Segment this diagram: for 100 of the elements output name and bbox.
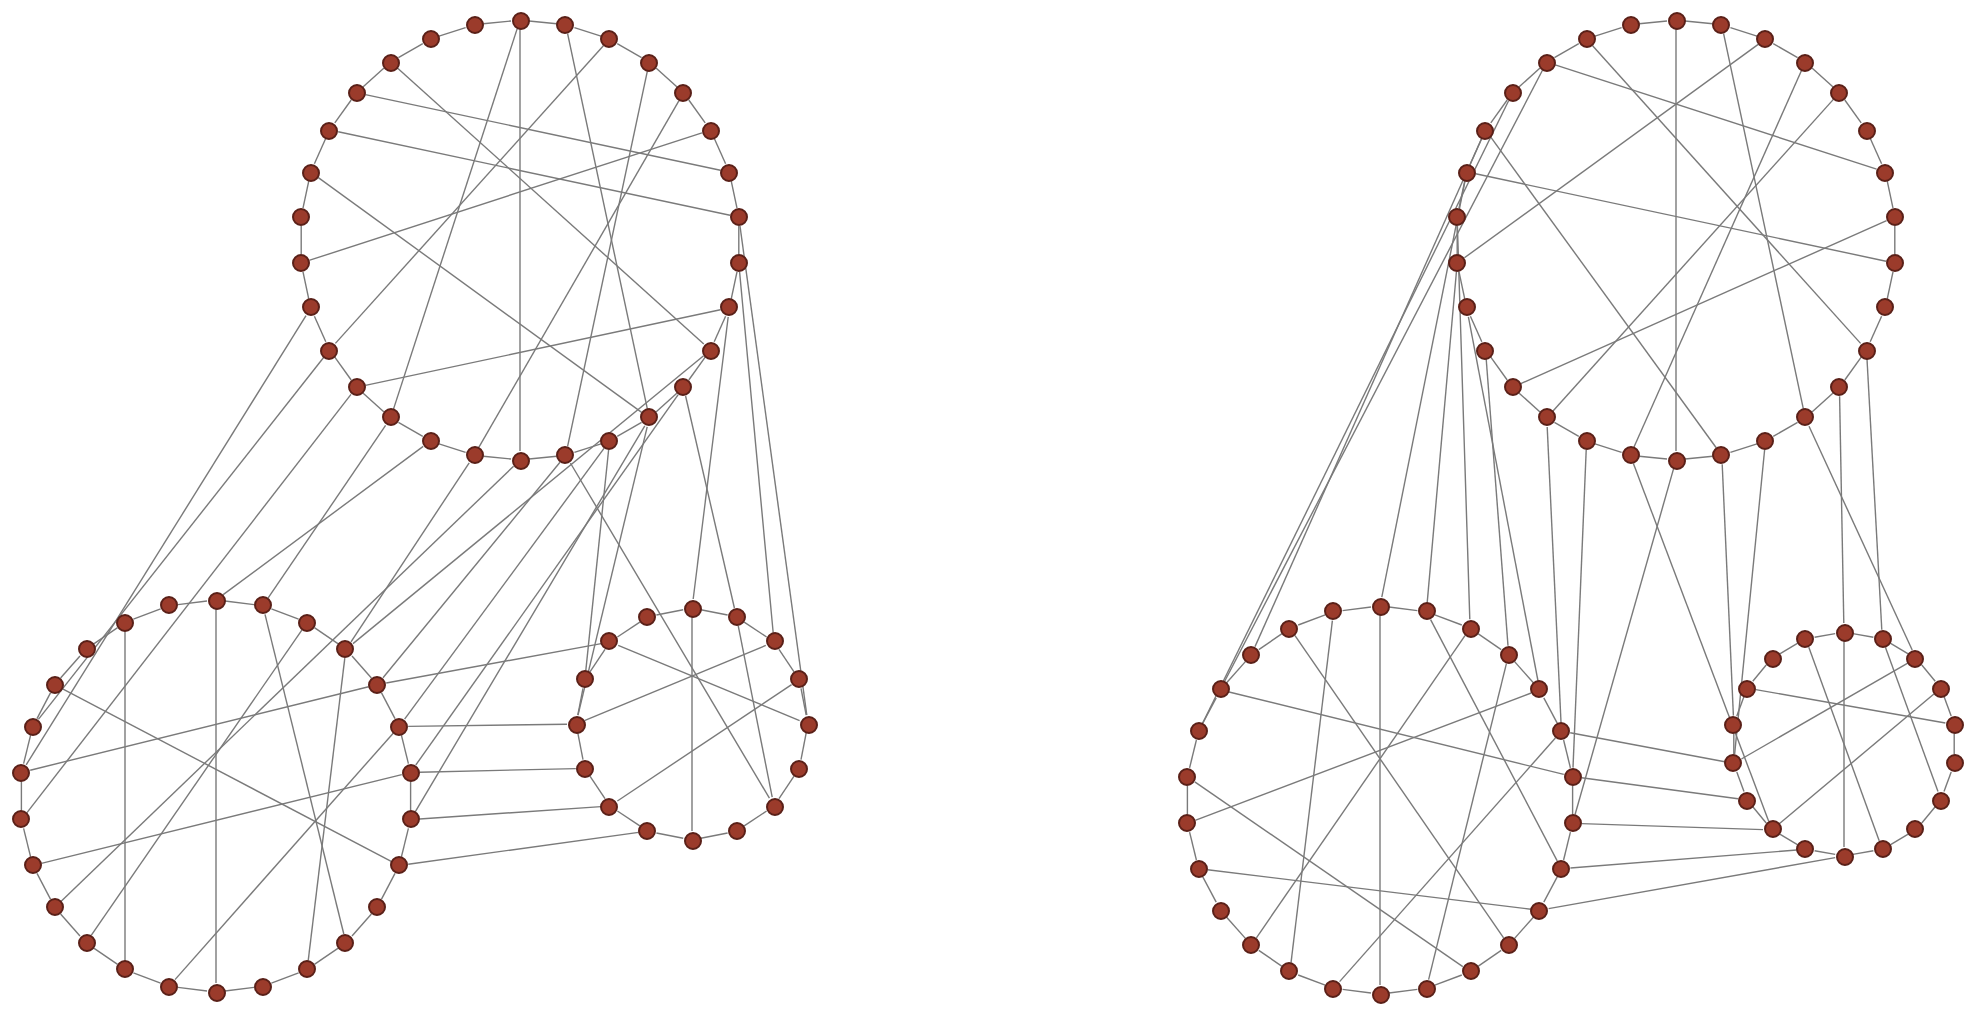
graph-edge — [1869, 137, 1883, 165]
graph-edge — [415, 393, 679, 766]
graph-node — [1242, 645, 1261, 664]
graph-edge — [1546, 426, 1562, 723]
graph-node — [390, 856, 409, 875]
graph-node — [253, 977, 272, 996]
graph-edge — [1594, 443, 1623, 454]
graph-edge — [1894, 225, 1896, 255]
graph-edge — [1553, 42, 1580, 59]
graph-edge — [1843, 640, 1845, 848]
graph-edge — [313, 626, 340, 645]
graph-node — [1945, 754, 1964, 773]
graph-node — [790, 759, 809, 778]
graph-edge — [334, 99, 352, 124]
graph-node — [720, 163, 739, 181]
graph-edge — [302, 271, 310, 300]
graph-node — [23, 717, 42, 736]
graph-edge — [1562, 831, 1572, 861]
graph-edge — [528, 455, 558, 460]
graph-node — [1417, 979, 1436, 998]
graph-edge — [224, 986, 255, 992]
graph-edge — [1225, 916, 1247, 940]
graph-edge — [352, 355, 705, 645]
graph-edge — [1633, 69, 1803, 448]
graph-node — [1738, 679, 1756, 697]
graph-node — [1552, 722, 1571, 741]
graph-edge — [407, 831, 640, 865]
graph-node — [1503, 83, 1522, 102]
graph-edge — [1729, 26, 1758, 37]
graph-edge — [1490, 99, 1508, 124]
graph-edge — [1808, 646, 1880, 842]
graph-edge — [1426, 271, 1458, 604]
graph-node — [1876, 298, 1895, 317]
graph-edge — [1429, 618, 1558, 862]
graph-edge — [1638, 455, 1668, 460]
graph-edge — [1341, 606, 1372, 612]
graph-node — [1763, 649, 1781, 668]
graph-edge — [1779, 833, 1799, 846]
graph-edge — [1554, 64, 1878, 170]
graph-edge — [407, 723, 568, 728]
graph-edge — [616, 42, 643, 59]
graph-edge — [569, 462, 771, 799]
graph-edge — [1852, 850, 1875, 856]
graph-node — [1857, 341, 1876, 359]
graph-edge — [573, 26, 602, 37]
graph-edge — [309, 132, 703, 261]
graph-edge — [20, 780, 23, 812]
graph-edge — [380, 691, 396, 720]
graph-node — [600, 30, 619, 48]
graph-edge — [1811, 67, 1834, 88]
graph-edge — [482, 455, 512, 460]
graph-edge — [1755, 688, 1947, 724]
graph-node — [1906, 649, 1925, 668]
graph-edge — [1953, 732, 1955, 756]
graph-edge — [1813, 632, 1836, 638]
graph-node — [1371, 985, 1389, 1003]
graph-edge — [1490, 136, 1718, 449]
graph-node — [336, 640, 355, 659]
graph-edge — [1921, 664, 1936, 682]
graph-edge — [132, 972, 162, 984]
graph-edge — [519, 28, 521, 452]
graph-node — [77, 933, 95, 952]
graph-node — [421, 30, 440, 48]
graph-node — [1537, 408, 1556, 427]
graph-node — [77, 640, 95, 659]
graph-edge — [409, 780, 412, 812]
graph-node — [674, 83, 693, 102]
graph-node — [401, 810, 420, 829]
graph-edge — [1520, 219, 1888, 385]
graph-node — [1667, 11, 1685, 29]
graph-node — [729, 253, 748, 272]
graph-node — [575, 670, 594, 689]
graph-node — [1621, 15, 1640, 34]
graph-edge — [1194, 781, 1464, 968]
graph-node — [600, 632, 619, 651]
graph-edge — [267, 424, 387, 599]
graph-edge — [577, 732, 584, 761]
graph-edge — [1388, 606, 1419, 612]
graph-edge — [1202, 876, 1217, 903]
graph-edge — [36, 872, 52, 901]
graph-edge — [60, 465, 515, 902]
graph-edge — [313, 315, 327, 343]
graph-edge — [1852, 632, 1875, 638]
graph-edge — [1733, 449, 1766, 756]
graph-edge — [655, 67, 678, 88]
graph-node — [720, 298, 739, 317]
graph-edge — [1381, 180, 1466, 598]
graph-edge — [1580, 777, 1739, 800]
graph-edge — [616, 621, 641, 638]
graph-node — [320, 341, 339, 359]
graph-node — [320, 121, 339, 139]
graph-node — [1280, 962, 1299, 981]
graph-node — [1763, 820, 1781, 839]
graph-edge — [36, 691, 52, 720]
graph-node — [1738, 791, 1756, 809]
graph-edge — [351, 913, 373, 937]
graph-edge — [362, 392, 385, 413]
graph-edge — [1772, 421, 1799, 438]
graph-node — [115, 613, 134, 632]
graph-edge — [1202, 697, 1217, 724]
